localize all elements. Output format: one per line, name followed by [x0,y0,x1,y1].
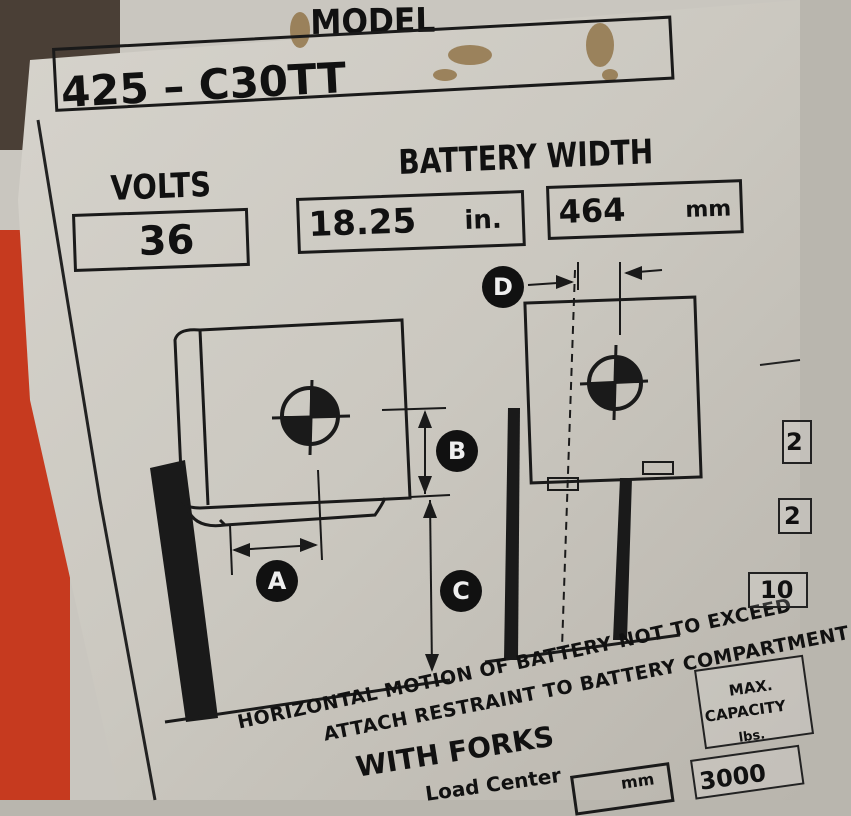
grime-stains [290,12,618,81]
marker-d: D [482,266,524,308]
capacity-header-line3: lbs. [737,727,767,746]
left-battery-diagram [150,318,451,724]
battery-width-label: BATTERY WIDTH [397,132,654,183]
load-center-mm-unit: mm [619,769,656,793]
right-cell-3-value: 10 [760,576,794,604]
right-cell-1-value: 2 [786,428,803,456]
right-fork-left [504,408,520,660]
marker-c: C [440,570,482,612]
right-cell-2 [778,498,812,534]
plate-surface [18,0,800,800]
right-cell-2-value: 2 [784,502,801,530]
marker-a: A [256,560,298,602]
plate-graphics [18,0,801,801]
width-in-unit: in. [463,204,503,236]
width-mm-unit: mm [684,196,732,223]
right-fork-right [613,478,632,640]
width-mm-value: 464 [557,190,626,231]
plate-left-border [36,119,157,801]
right-battery-box [523,295,703,485]
volts-value: 36 [137,217,196,265]
data-plate-perspective: MODEL 425 – C30TT VOLTS 36 BATTERY WIDTH… [18,0,851,816]
left-fork-upright [150,460,218,722]
right-cell-1 [782,420,812,464]
left-battery-box [173,318,412,510]
volts-label: VOLTS [109,164,212,209]
right-cell-3 [748,572,808,608]
marker-b: B [436,430,478,472]
width-in-value: 18.25 [307,201,417,245]
right-battery-diagram [484,262,703,664]
